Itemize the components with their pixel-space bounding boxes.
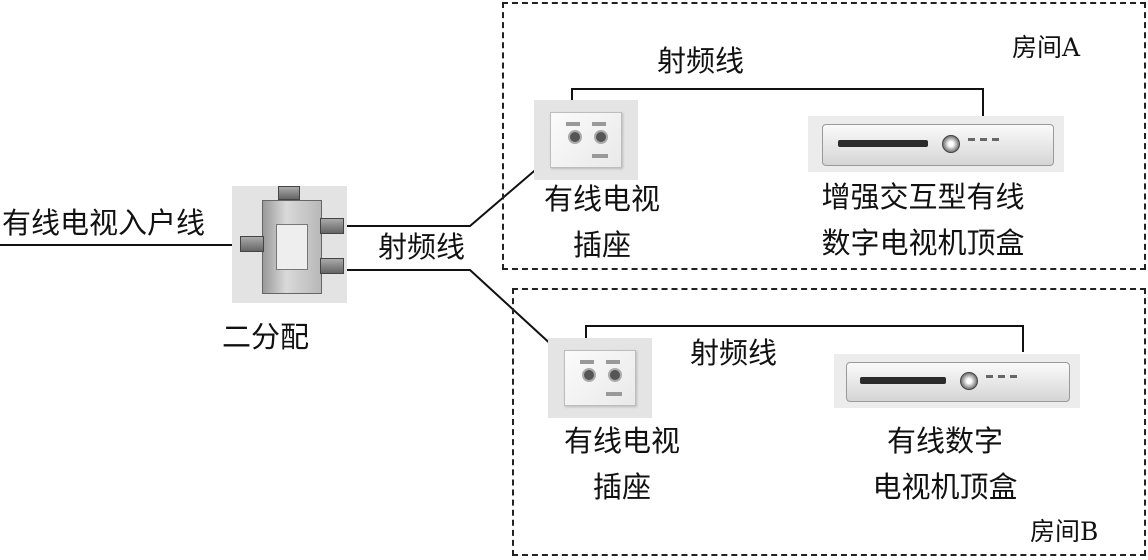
set-top-box-b-image xyxy=(834,354,1080,408)
room-b-box xyxy=(512,288,1146,556)
set-top-box-b-label: 有线数字 电视机顶盒 xyxy=(872,424,1018,504)
rf-cable-b-label: 射频线 xyxy=(690,336,778,370)
entry-line-label: 有线电视入户线 xyxy=(2,206,206,240)
tv-socket-a-image xyxy=(534,100,638,180)
set-top-box-a-label: 增强交互型有线 数字电视机顶盒 xyxy=(821,180,1025,260)
set-top-box-a-image xyxy=(808,116,1064,172)
room-a-label: 房间A xyxy=(1012,33,1081,62)
room-a-box xyxy=(502,2,1146,270)
splitter-to-socket-b xyxy=(347,269,556,349)
room-b-label: 房间B xyxy=(1030,517,1099,546)
splitter-image xyxy=(232,186,347,303)
rf-cable-a-label: 射频线 xyxy=(657,44,745,78)
rf-cable-room-b xyxy=(585,325,1024,352)
tv-socket-a-label: 有线电视 插座 xyxy=(543,182,660,262)
tv-socket-b-image xyxy=(548,338,652,418)
tv-socket-b-label: 有线电视 插座 xyxy=(563,424,680,504)
splitter-label: 二分配 xyxy=(222,320,310,354)
trunk-cable-label: 射频线 xyxy=(378,230,466,264)
splitter-to-socket-a xyxy=(347,165,541,227)
